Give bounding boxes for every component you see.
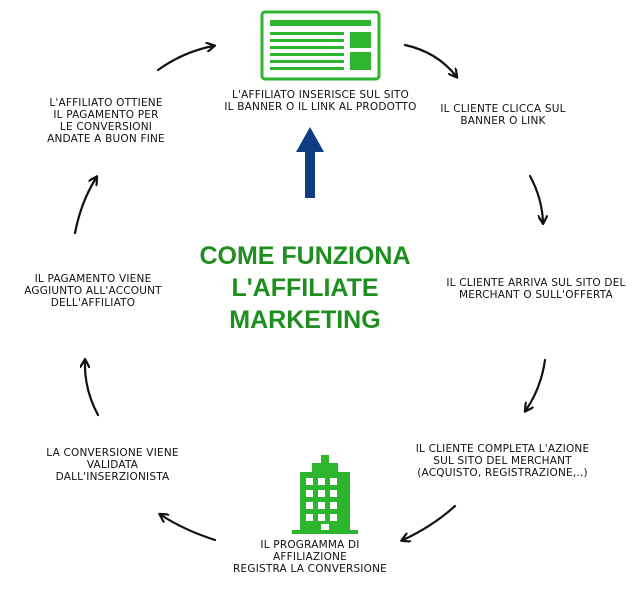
step-7-label: IL PAGAMENTO VIENE AGGIUNTO ALL'ACCOUNT … [18, 273, 168, 309]
cycle-arrow-1 [403, 43, 456, 76]
step-8-line-3: LE CONVERSIONI [59, 121, 153, 133]
step-8-line-4: ANDATE A BUON FINE [47, 133, 165, 145]
cycle-arrow-6 [85, 361, 100, 417]
step-1-label: L'AFFILIATO INSERISCE SUL SITO IL BANNER… [208, 89, 433, 113]
cycle-arrow-4 [403, 504, 457, 540]
step-4-line-3: (ACQUISTO, REGISTRAZIONE,..) [417, 467, 588, 479]
step-3-line-1: IL CLIENTE ARRIVA SUL SITO DEL [446, 277, 626, 289]
diagram-title: COME FUNZIONA L'AFFILIATE MARKETING [150, 240, 460, 336]
building-icon [292, 455, 358, 534]
step-1-line-2: IL BANNER O IL LINK AL PRODOTTO [224, 101, 417, 113]
step-4-label: IL CLIENTE COMPLETA L'AZIONE SUL SITO DE… [400, 443, 605, 479]
step-7-line-3: DELL'AFFILIATO [50, 297, 136, 309]
step-4-line-1: IL CLIENTE COMPLETA L'AZIONE [415, 443, 590, 455]
step-3-label: IL CLIENTE ARRIVA SUL SITO DEL MERCHANT … [436, 277, 636, 301]
step-7-line-1: IL PAGAMENTO VIENE [34, 273, 152, 285]
title-line-2: L'AFFILIATE [231, 274, 379, 302]
step-6-line-1: LA CONVERSIONE VIENE [46, 447, 179, 459]
step-5-label: IL PROGRAMMA DI AFFILIAZIONE REGISTRA LA… [220, 539, 400, 575]
step-6-line-3: DALL'INSERZIONISTA [55, 471, 170, 483]
cycle-arrow-2 [528, 174, 543, 222]
cycle-arrow-3 [526, 358, 547, 410]
step-4-line-2: SUL SITO DEL MERCHANT [433, 455, 572, 467]
step-7-line-2: AGGIUNTO ALL'ACCOUNT [24, 285, 162, 297]
step-1-line-1: L'AFFILIATO INSERISCE SUL SITO [231, 89, 409, 101]
step-8-label: L'AFFILIATO OTTIENE IL PAGAMENTO PER LE … [36, 97, 176, 145]
step-2-label: IL CLIENTE CLICCA SUL BANNER O LINK [428, 103, 578, 127]
up-arrow-icon [296, 127, 324, 198]
website-icon [260, 10, 381, 81]
title-line-3: MARKETING [229, 306, 381, 334]
step-6-label: LA CONVERSIONE VIENE VALIDATA DALL'INSER… [30, 447, 195, 483]
step-3-line-2: MERCHANT O SULL'OFFERTA [459, 289, 613, 301]
step-8-line-2: IL PAGAMENTO PER [53, 109, 159, 121]
cycle-arrow-7 [73, 178, 96, 235]
cycle-arrow-8 [156, 46, 213, 72]
step-5-line-2: AFFILIAZIONE [273, 551, 347, 563]
step-2-line-1: IL CLIENTE CLICCA SUL [440, 103, 566, 115]
step-2-line-2: BANNER O LINK [460, 115, 546, 127]
step-6-line-2: VALIDATA [86, 459, 139, 471]
step-5-line-1: IL PROGRAMMA DI [260, 539, 360, 551]
cycle-arrow-5 [161, 515, 217, 542]
step-5-line-3: REGISTRA LA CONVERSIONE [233, 563, 387, 575]
step-8-line-1: L'AFFILIATO OTTIENE [49, 97, 163, 109]
title-line-1: COME FUNZIONA [199, 242, 411, 270]
